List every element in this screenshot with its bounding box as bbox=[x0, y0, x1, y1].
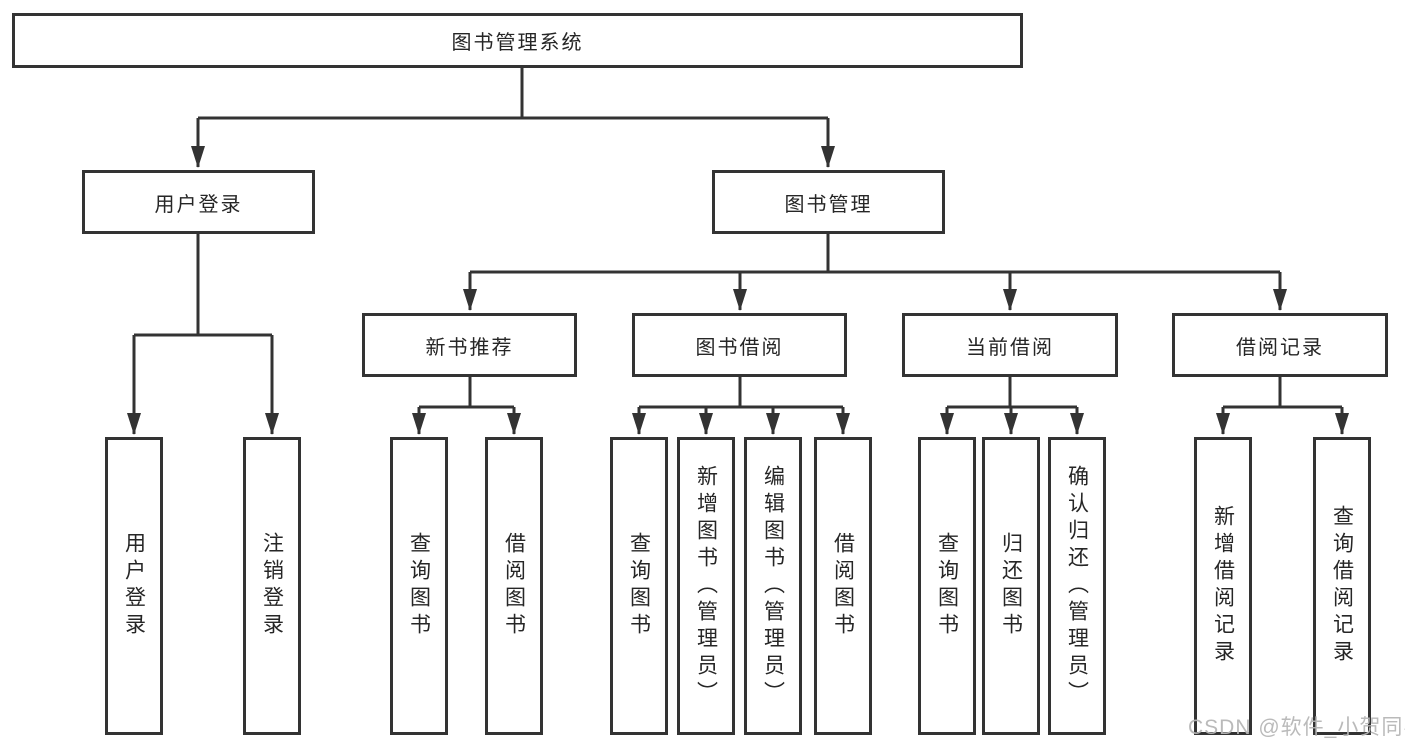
watermark-text: CSDN @软件_小贺同学 bbox=[1188, 716, 1405, 739]
leaf-logout: 注销登录 bbox=[243, 437, 301, 735]
node-current-borrowing: 当前借阅 bbox=[902, 313, 1118, 377]
node-label: 查询图书 bbox=[627, 532, 651, 640]
leaf-edit-books-admin: 编辑图书（管理员） bbox=[744, 437, 802, 735]
node-label: 编辑图书（管理员） bbox=[761, 464, 785, 708]
node-label: 图书管理 bbox=[784, 193, 873, 216]
leaf-borrow-books-borrowing: 借阅图书 bbox=[814, 437, 872, 735]
leaf-return-books: 归还图书 bbox=[982, 437, 1040, 735]
node-label: 确认归还（管理员） bbox=[1065, 464, 1089, 708]
leaf-borrow-books-recommend: 借阅图书 bbox=[485, 437, 543, 735]
node-book-management-branch: 图书管理 bbox=[712, 170, 945, 234]
leaf-query-borrow-record: 查询借阅记录 bbox=[1313, 437, 1371, 735]
leaf-user-login: 用户登录 bbox=[105, 437, 163, 735]
leaf-query-books-recommend: 查询图书 bbox=[390, 437, 448, 735]
node-label: 用户登录 bbox=[122, 532, 146, 640]
node-library-management-system: 图书管理系统 bbox=[12, 13, 1023, 68]
node-user-login-branch: 用户登录 bbox=[82, 170, 315, 234]
node-label: 借阅图书 bbox=[831, 532, 855, 640]
node-label: 查询图书 bbox=[935, 532, 959, 640]
node-label: 注销登录 bbox=[260, 532, 284, 640]
node-label: 借阅记录 bbox=[1236, 336, 1324, 359]
node-label: 新书推荐 bbox=[425, 336, 514, 359]
node-label: 图书借阅 bbox=[695, 336, 784, 359]
node-label: 用户登录 bbox=[154, 193, 243, 216]
leaf-query-books-current: 查询图书 bbox=[918, 437, 976, 735]
node-label: 归还图书 bbox=[999, 532, 1023, 640]
leaf-confirm-return-admin: 确认归还（管理员） bbox=[1048, 437, 1106, 735]
node-label: 图书管理系统 bbox=[451, 32, 584, 54]
node-book-borrowing: 图书借阅 bbox=[632, 313, 847, 377]
leaf-add-borrow-record: 新增借阅记录 bbox=[1194, 437, 1252, 735]
leaf-query-books-borrowing: 查询图书 bbox=[610, 437, 668, 735]
node-borrowing-records: 借阅记录 bbox=[1172, 313, 1388, 377]
node-label: 新增图书（管理员） bbox=[694, 464, 718, 708]
node-label: 新增借阅记录 bbox=[1211, 505, 1235, 667]
node-label: 查询图书 bbox=[407, 532, 431, 640]
node-label: 查询借阅记录 bbox=[1330, 505, 1354, 667]
node-label: 借阅图书 bbox=[502, 532, 526, 640]
node-label: 当前借阅 bbox=[966, 336, 1054, 359]
node-new-book-recommendation: 新书推荐 bbox=[362, 313, 577, 377]
leaf-add-books-admin: 新增图书（管理员） bbox=[677, 437, 735, 735]
